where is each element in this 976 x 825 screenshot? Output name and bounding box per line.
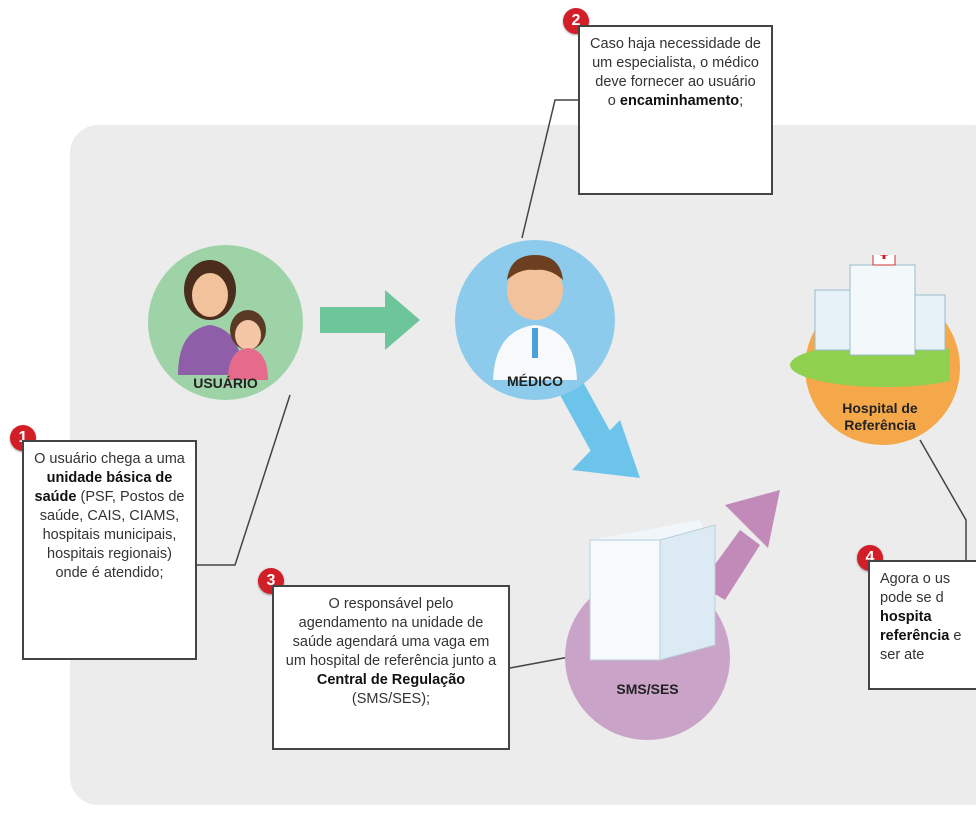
- connector-medico-step2: [521, 99, 578, 239]
- step-4-bold: hospita referência: [880, 609, 950, 644]
- hospital-label-line2: Referência: [844, 417, 916, 433]
- hospital-circle: Hospital de Referência: [790, 255, 965, 445]
- medico-circle: MÉDICO: [455, 240, 615, 400]
- hospital-building-icon: [790, 255, 950, 387]
- step-1-box: O usuário chega a uma unidade básica de …: [22, 440, 197, 660]
- step-4-text-after: e ser ate: [880, 628, 962, 663]
- step-3-text-after: (SMS/SES);: [351, 691, 431, 707]
- sms-label: SMS/SES: [616, 681, 679, 697]
- mother-child-icon: [178, 260, 268, 380]
- background-panel: [70, 125, 976, 805]
- step-2-bold: encaminhamento: [619, 93, 740, 109]
- step-1-text-after: (PSF, Postos de saúde, CAIS, CIAMS, hosp…: [39, 489, 185, 581]
- step-2-box: Caso haja necessidade de um especialista…: [578, 25, 773, 195]
- step-1-text-before: O usuário chega a uma: [34, 451, 185, 467]
- arrow-green: [320, 290, 420, 350]
- connector-usuario-step1: [195, 394, 291, 566]
- doctor-icon: [493, 255, 577, 380]
- step-4-box: Agora o us pode se d hospita referência …: [868, 560, 976, 690]
- medico-label: MÉDICO: [507, 373, 563, 389]
- step-1-bold: unidade básica de saúde: [34, 470, 173, 505]
- step-2-text-after: ;: [739, 93, 744, 109]
- usuario-circle: USUÁRIO: [148, 245, 303, 400]
- step-3-box: O responsável pelo agendamento na unidad…: [272, 585, 510, 750]
- step-4-text-before: Agora o us pode se d: [880, 571, 951, 606]
- step-2-text-before: Caso haja necessidade de um especialista…: [590, 36, 761, 109]
- arrow-blue: [560, 380, 640, 478]
- connector-hospital-step4: [919, 439, 967, 560]
- step-3-bold: Central de Regulação: [316, 672, 466, 688]
- step-3-text-before: O responsável pelo agendamento na unidad…: [285, 596, 497, 669]
- usuario-label: USUÁRIO: [193, 375, 258, 391]
- hospital-label-line1: Hospital de: [842, 400, 918, 416]
